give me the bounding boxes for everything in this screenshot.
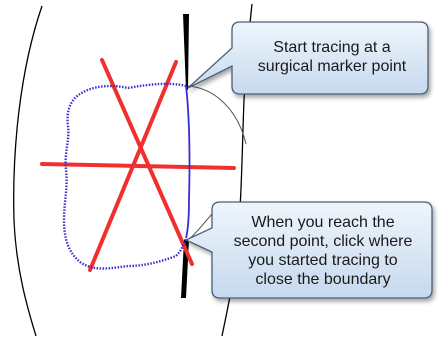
callout-close-line-1: When you reach the bbox=[251, 214, 395, 231]
surgical-marker-strip bbox=[183, 14, 189, 90]
callout-close-boundary bbox=[184, 201, 433, 299]
traced-boundary bbox=[62, 82, 188, 270]
callout-close-text: When you reach the second point, click w… bbox=[216, 213, 430, 289]
marker-line-horizontal bbox=[40, 162, 236, 170]
callout-close-line-2: second point, click where bbox=[233, 233, 413, 250]
marker-lines bbox=[40, 58, 236, 272]
callout-close-line-3: you started tracing to bbox=[248, 252, 398, 269]
callout-start-tracing bbox=[187, 21, 429, 95]
callout-start-text: Start tracing at a surgical marker point bbox=[236, 38, 428, 76]
callout-start-line-2: surgical marker point bbox=[257, 58, 407, 75]
limb-left-outline bbox=[13, 5, 43, 337]
guide-line bbox=[187, 85, 247, 145]
callout-close-line-4: close the boundary bbox=[255, 271, 391, 288]
marker-line-vertical-diagonal-1 bbox=[100, 58, 194, 266]
closing-boundary-segment bbox=[185, 85, 191, 239]
callout-start-line-1: Start tracing at a bbox=[273, 39, 391, 56]
